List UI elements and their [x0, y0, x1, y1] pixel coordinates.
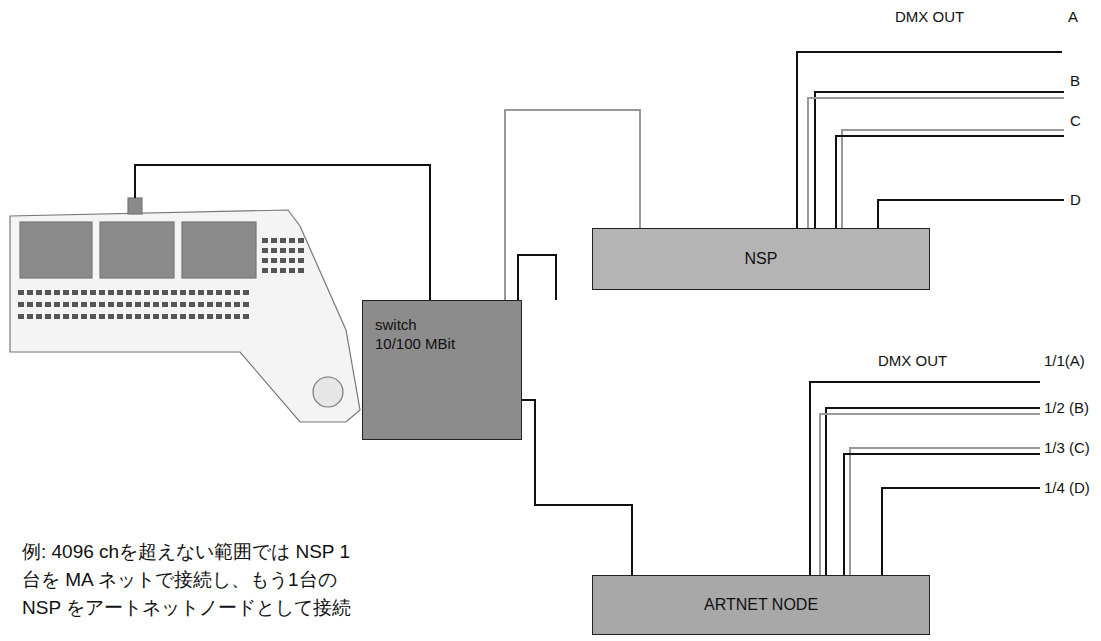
network-cable: [522, 400, 632, 575]
network-wires: [135, 165, 556, 300]
port-label: C: [1070, 112, 1081, 130]
node-text: ARTNET NODE: [704, 595, 818, 615]
port-label: 1/1(A): [1044, 352, 1085, 370]
lighting-console: [10, 198, 360, 422]
nsp-box: NSP: [592, 228, 930, 290]
port-label: B: [1070, 72, 1080, 90]
port-label: D: [1070, 191, 1081, 209]
port-label: DMX OUT: [878, 352, 947, 370]
port-label: DMX OUT: [895, 8, 964, 26]
caption-note: 例: 4096 chを超えない範囲では NSP 1台を MA ネットで接続し、も…: [22, 538, 367, 622]
artnet-node-box: ARTNET NODE: [592, 575, 930, 635]
port-label: A: [1068, 8, 1078, 26]
node-text: switch: [375, 315, 417, 334]
port-label: 1/4 (D): [1044, 479, 1090, 497]
node-text: 10/100 MBit: [375, 334, 455, 353]
port-label: 1/2 (B): [1044, 399, 1089, 417]
network-switch: switch10/100 MBit: [362, 300, 522, 440]
port-label: 1/3 (C): [1044, 439, 1090, 457]
console-keys: [18, 238, 304, 319]
node-text: NSP: [745, 249, 778, 269]
dmx-out-wires: [797, 52, 1064, 575]
